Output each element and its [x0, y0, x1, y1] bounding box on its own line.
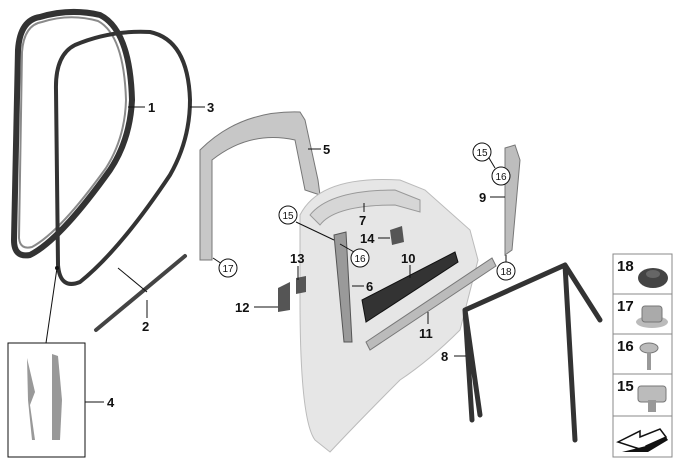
callout-18: 18: [496, 261, 516, 281]
screw-icon: [639, 342, 659, 354]
leader-dot: [55, 266, 59, 270]
callout-15-door: 15: [278, 205, 298, 225]
label-12: 12: [235, 300, 249, 315]
label-5: 5: [323, 142, 330, 157]
callout-17: 17: [218, 258, 238, 278]
expanding-nut-icon: [637, 385, 667, 403]
label-13: 13: [290, 251, 304, 266]
part-4-piece-right: [52, 354, 62, 440]
part-11-outer-seal[interactable]: [365, 257, 497, 351]
clip-nut-icon: [641, 305, 663, 323]
label-14: 14: [360, 231, 375, 246]
part-2-seal-strip[interactable]: [94, 254, 187, 332]
label-9: 9: [479, 190, 486, 205]
legend-item-16[interactable]: 16: [617, 338, 659, 370]
part-5-pillar-trim[interactable]: [199, 111, 321, 261]
part-9-pillar-trim[interactable]: [504, 144, 521, 256]
legend-item-18[interactable]: 18: [617, 258, 668, 288]
svg-text:16: 16: [617, 338, 634, 355]
door-panel[interactable]: [299, 178, 479, 453]
part-4-detail-box[interactable]: [7, 342, 86, 458]
part-6-b-pillar-cover[interactable]: [333, 231, 353, 343]
callout-16-door: 16: [350, 248, 370, 268]
svg-text:15: 15: [617, 378, 634, 395]
part-3-door-seal[interactable]: [53, 29, 192, 286]
part-10-window-channel[interactable]: [361, 251, 459, 323]
label-10: 10: [401, 251, 415, 266]
label-11: 11: [419, 326, 433, 341]
legend-item-15[interactable]: 15: [617, 378, 667, 412]
label-8: 8: [441, 349, 448, 364]
svg-text:17: 17: [617, 298, 634, 315]
svg-text:15: 15: [282, 211, 294, 222]
callout-16-pillar: 16: [491, 166, 511, 186]
label-7: 7: [359, 213, 366, 228]
legend-item-17[interactable]: 17: [617, 298, 668, 328]
part-4-piece-left: [27, 358, 35, 440]
svg-text:18: 18: [500, 267, 512, 278]
label-4: 4: [107, 395, 115, 410]
part-14-clip[interactable]: [390, 226, 404, 245]
part-1-door-seal[interactable]: [11, 9, 135, 259]
door-window-frame: [309, 189, 421, 226]
part-8-window-seal[interactable]: [462, 262, 603, 443]
svg-text:15: 15: [476, 148, 488, 159]
part-1-seal-inner: [18, 16, 127, 249]
leader-4-box: [45, 267, 58, 344]
part-13-bracket[interactable]: [296, 276, 306, 294]
label-1: 1: [148, 100, 155, 115]
callout-15-pillar: 15: [472, 142, 492, 162]
svg-text:17: 17: [222, 264, 234, 275]
fasteners-legend: 18 17 16 15: [612, 253, 673, 458]
label-6: 6: [366, 279, 373, 294]
label-3: 3: [207, 100, 214, 115]
svg-text:16: 16: [354, 254, 366, 265]
part-12-bracket[interactable]: [278, 282, 290, 312]
svg-text:18: 18: [617, 258, 634, 275]
svg-text:16: 16: [495, 172, 507, 183]
label-2: 2: [142, 319, 149, 334]
